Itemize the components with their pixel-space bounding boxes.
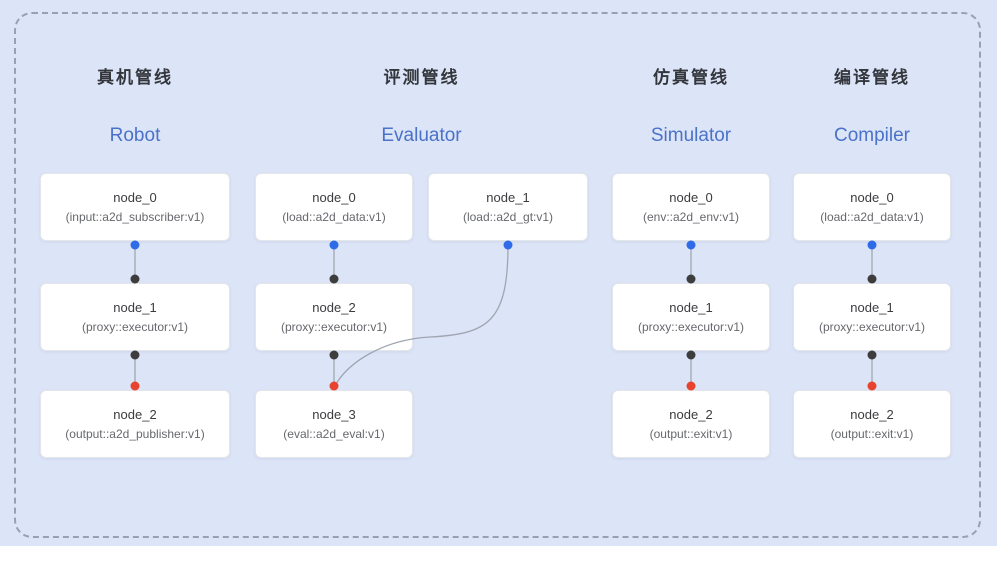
node-type: (proxy::executor:v1) [818, 320, 926, 334]
node-name: node_0 [669, 190, 713, 205]
node-type: (input::a2d_subscriber:v1) [65, 210, 205, 224]
node-type: (output::exit:v1) [649, 427, 733, 441]
pipeline-robot-subtitle: Robot [109, 125, 161, 146]
node-type: (load::a2d_data:v1) [282, 210, 386, 224]
node-name: node_2 [312, 300, 356, 315]
node-type: (eval::a2d_eval:v1) [283, 427, 385, 441]
node-name: node_1 [113, 300, 157, 315]
pipeline-compiler-title: 编译管线 [834, 68, 910, 87]
evaluator-node-1: node_1 (load::a2d_gt:v1) [428, 173, 588, 241]
node-type: (env::a2d_env:v1) [642, 210, 740, 224]
node-name: node_1 [486, 190, 530, 205]
compiler-node-0: node_0 (load::a2d_data:v1) [793, 173, 951, 241]
simulator-node-0: node_0 (env::a2d_env:v1) [612, 173, 770, 241]
compiler-node-2: node_2 (output::exit:v1) [793, 390, 951, 458]
node-name: node_3 [312, 407, 356, 422]
pipeline-simulator-title: 仿真管线 [653, 68, 729, 87]
pipeline-simulator-subtitle: Simulator [650, 125, 732, 146]
node-name: node_1 [850, 300, 894, 315]
node-name: node_2 [113, 407, 157, 422]
node-type: (output::exit:v1) [830, 427, 914, 441]
node-type: (proxy::executor:v1) [637, 320, 745, 334]
node-type: (load::a2d_gt:v1) [462, 210, 554, 224]
pipeline-robot-title: 真机管线 [97, 68, 173, 87]
node-type: (load::a2d_data:v1) [820, 210, 924, 224]
robot-node-1: node_1 (proxy::executor:v1) [40, 283, 230, 351]
compiler-node-1: node_1 (proxy::executor:v1) [793, 283, 951, 351]
simulator-node-2: node_2 (output::exit:v1) [612, 390, 770, 458]
node-name: node_0 [850, 190, 894, 205]
robot-node-0: node_0 (input::a2d_subscriber:v1) [40, 173, 230, 241]
pipeline-evaluator-title: 评测管线 [383, 68, 460, 87]
node-name: node_2 [850, 407, 894, 422]
node-name: node_0 [113, 190, 157, 205]
evaluator-node-0: node_0 (load::a2d_data:v1) [255, 173, 413, 241]
node-name: node_0 [312, 190, 356, 205]
node-name: node_1 [669, 300, 713, 315]
node-name: node_2 [669, 407, 713, 422]
simulator-node-1: node_1 (proxy::executor:v1) [612, 283, 770, 351]
node-type: (proxy::executor:v1) [280, 320, 388, 334]
node-type: (output::a2d_publisher:v1) [65, 427, 205, 441]
pipeline-evaluator-subtitle: Evaluator [381, 125, 462, 146]
node-type: (proxy::executor:v1) [81, 320, 189, 334]
evaluator-node-3: node_3 (eval::a2d_eval:v1) [255, 390, 413, 458]
evaluator-node-2: node_2 (proxy::executor:v1) [255, 283, 413, 351]
pipeline-compiler-subtitle: Compiler [833, 125, 911, 146]
dashed-border [14, 12, 981, 538]
robot-node-2: node_2 (output::a2d_publisher:v1) [40, 390, 230, 458]
